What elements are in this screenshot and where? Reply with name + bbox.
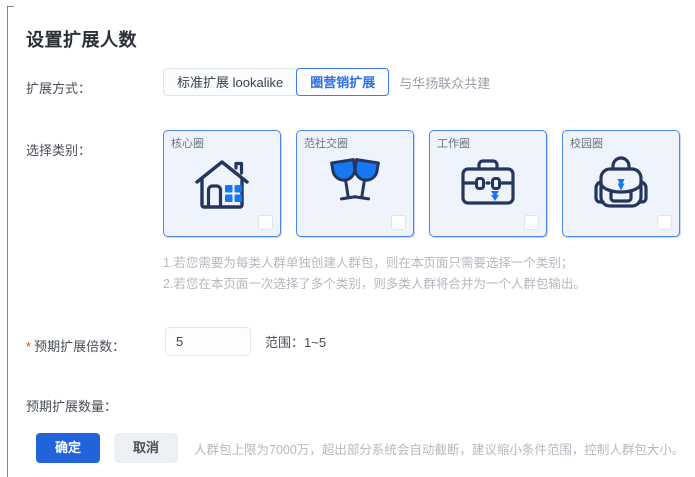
category-card-label: 工作圈 bbox=[437, 138, 470, 150]
footer-actions: 确定 取消 人群包上限为7000万，超出部分系统会自动截断，建议缩小条件范围，控… bbox=[36, 433, 684, 463]
page-title: 设置扩展人数 bbox=[26, 30, 137, 50]
tab-standard-lookalike[interactable]: 标准扩展 lookalike bbox=[163, 68, 298, 96]
category-card-checkbox[interactable] bbox=[258, 215, 273, 230]
expected-count-label: 预期扩展数量： bbox=[26, 399, 118, 414]
house-icon bbox=[164, 155, 280, 213]
expand-method-segmented-control: 标准扩展 lookalike 圈营销扩展 与华扬联众共建 bbox=[163, 68, 490, 96]
tab-circle-marketing-expand[interactable]: 圈营销扩展 bbox=[296, 68, 390, 96]
category-label: 选择类别： bbox=[26, 143, 92, 158]
wine-glasses-icon bbox=[297, 155, 413, 213]
category-card-campus-circle[interactable]: 校园圈 bbox=[562, 130, 680, 237]
briefcase-icon bbox=[430, 155, 546, 213]
category-card-social-circle[interactable]: 范社交圈 bbox=[296, 130, 414, 237]
category-notes: 1.若您需要为每类人群单独创建人群包，则在本页面只需要选择一个类别； 2.若您在… bbox=[163, 253, 586, 295]
multiplier-field-row: 范围：1~5 bbox=[165, 327, 326, 356]
category-card-core-circle[interactable]: 核心圈 bbox=[163, 130, 281, 237]
category-card-work-circle[interactable]: 工作圈 bbox=[429, 130, 547, 237]
audience-limit-note: 人群包上限为7000万，超出部分系统会自动截断，建议缩小条件范围，控制人群包大小… bbox=[194, 442, 685, 457]
multiplier-range-hint: 范围：1~5 bbox=[265, 335, 327, 350]
category-note-1: 1.若您需要为每类人群单独创建人群包，则在本页面只需要选择一个类别； bbox=[163, 256, 574, 270]
backpack-icon bbox=[563, 155, 679, 213]
panel-left-border bbox=[7, 6, 8, 477]
multiplier-label: *预期扩展倍数： bbox=[26, 336, 125, 355]
panel-top-corner bbox=[7, 6, 14, 7]
category-card-label: 范社交圈 bbox=[304, 138, 348, 150]
category-note-2: 2.若您在本页面一次选择了多个类别，则多类人群将合并为一个人群包输出。 bbox=[163, 277, 586, 291]
cancel-button[interactable]: 取消 bbox=[114, 433, 179, 463]
confirm-button[interactable]: 确定 bbox=[36, 433, 101, 463]
expand-audience-panel: 设置扩展人数 扩展方式： 标准扩展 lookalike 圈营销扩展 与华扬联众共… bbox=[8, 0, 695, 477]
required-asterisk: * bbox=[26, 339, 32, 354]
multiplier-input[interactable] bbox=[165, 327, 251, 356]
category-card-list: 核心圈 范社交圈 bbox=[163, 130, 680, 237]
expand-method-partner-note: 与华扬联众共建 bbox=[399, 75, 491, 91]
category-card-label: 校园圈 bbox=[570, 138, 603, 150]
category-card-label: 核心圈 bbox=[171, 138, 204, 150]
expand-method-label: 扩展方式： bbox=[26, 81, 92, 96]
multiplier-label-text: 预期扩展倍数： bbox=[34, 339, 126, 354]
category-card-checkbox[interactable] bbox=[391, 215, 406, 230]
category-card-checkbox[interactable] bbox=[657, 215, 672, 230]
category-card-checkbox[interactable] bbox=[524, 215, 539, 230]
